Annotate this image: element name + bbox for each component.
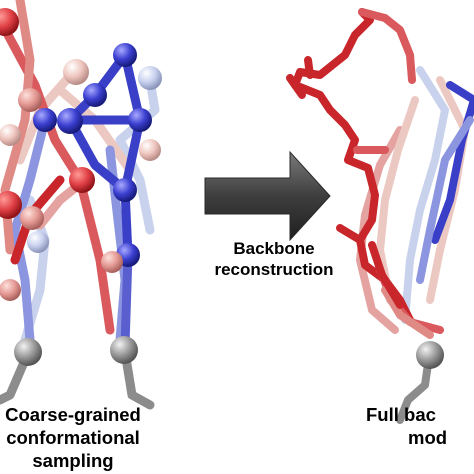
- caption-line: Coarse-grained: [5, 404, 141, 425]
- full-backbone-caption: Full bac mod: [366, 403, 474, 449]
- full-backbone-model: [286, 8, 474, 424]
- arrow-label-line: Backbone: [233, 239, 315, 258]
- reconstruction-arrow: [204, 150, 331, 242]
- caption-line: mod: [408, 427, 448, 448]
- caption-line: conformational: [6, 427, 140, 448]
- caption-line: Full bac: [366, 404, 436, 425]
- arrow-label-line: reconstruction: [214, 260, 334, 279]
- coarse-grained-model: [0, 0, 162, 410]
- arrow-label: Backbone reconstruction: [212, 238, 336, 280]
- caption-line: sampling: [32, 450, 114, 471]
- coarse-grained-caption: Coarse-grained conformational sampling: [0, 403, 168, 472]
